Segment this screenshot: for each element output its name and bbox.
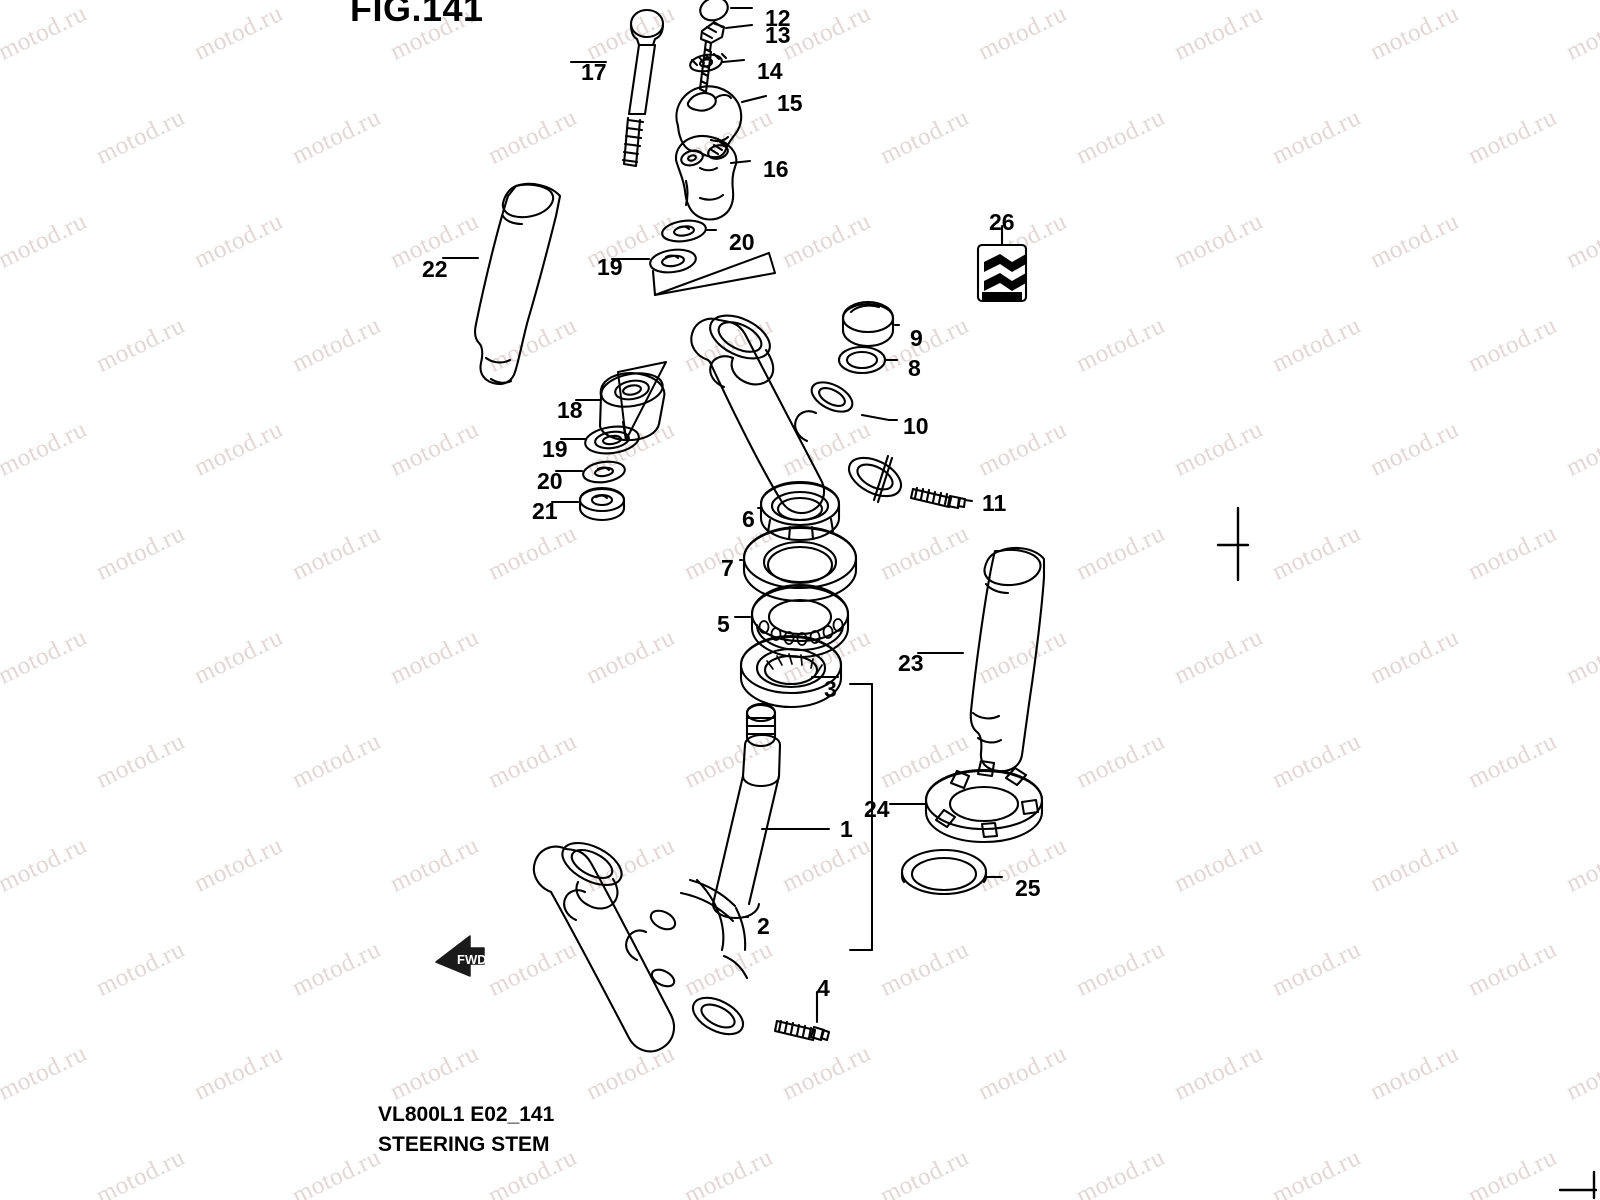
part-3-lower-bearing — [739, 634, 843, 709]
callout-upper-clamp-bolt: 11 — [982, 490, 1007, 516]
callout-suzuki-emblem: 26 — [989, 209, 1015, 235]
callout-long-bolt: 17 — [581, 59, 607, 85]
callout-washer: 14 — [757, 58, 783, 84]
callout-dust-seal-ring: 25 — [1015, 875, 1041, 901]
part-9-head-nut — [841, 300, 901, 348]
callout-fork-cover-right: 23 — [898, 650, 924, 676]
part-8-washer — [837, 345, 899, 375]
registration-mark-right — [1216, 506, 1250, 582]
part-22-fork-cover-left — [441, 182, 562, 386]
registration-mark-bottom-right — [1558, 1170, 1598, 1200]
svg-text:FWD: FWD — [457, 952, 487, 967]
callout-cover-retainer: 24 — [864, 796, 890, 822]
callout-washer: 19 — [542, 436, 568, 462]
part-16-handlebar-holder-lower — [674, 134, 752, 221]
callout-washer: 20 — [537, 468, 563, 494]
part-6-stem-nut — [756, 480, 841, 542]
part-17-long-bolt — [569, 8, 665, 168]
part-10-upper-bracket — [690, 314, 903, 515]
callout-steering-stem-shaft: 1 — [840, 816, 853, 842]
callout-steering-stem-nut: 6 — [742, 506, 755, 532]
callout-upper-bracket: 10 — [903, 413, 929, 439]
part-19-washer-upper — [610, 248, 697, 274]
callout-handlebar-holder-lower: 16 — [763, 156, 789, 182]
callout-upper-bearing: 5 — [717, 611, 730, 637]
part-12-cap — [699, 0, 754, 22]
callout-bolt: 13 — [765, 22, 791, 48]
leader-wedge-upper — [651, 252, 776, 297]
part-24-cover-retainer — [888, 759, 1044, 844]
caption-code: VL800L1 E02_141 — [378, 1103, 555, 1126]
callout-washer: 19 — [597, 254, 623, 280]
callout-handlebar-holder-upper: 15 — [777, 90, 803, 116]
callout-washer: 8 — [908, 355, 921, 381]
part-2-lower-bracket — [532, 841, 749, 1053]
callout-washer: 20 — [729, 229, 755, 255]
fwd-direction-marker: FWD — [435, 935, 487, 977]
callout-lower-bracket: 2 — [757, 913, 770, 939]
part-13-bolt — [698, 20, 754, 94]
part-26-suzuki-emblem — [976, 224, 1028, 303]
callout-nut: 21 — [532, 498, 558, 524]
callout-head-nut: 9 — [910, 325, 923, 351]
part-19-washer-lower — [559, 425, 640, 455]
callout-holder-cushion: 18 — [557, 397, 583, 423]
part-18-holder-cushion — [574, 372, 666, 442]
part-21-nut — [550, 486, 626, 522]
figure-title: FIG.141 — [350, 0, 484, 29]
callout-bearing-race-dust-seal: 7 — [721, 555, 734, 581]
part-25-dust-seal-ring — [900, 848, 1004, 896]
callout-lower-bearing: 3 — [824, 676, 837, 702]
callout-fork-cover-left: 22 — [422, 256, 448, 282]
part-4-lower-clamp-bolt — [773, 990, 831, 1042]
part-20-washer-upper — [661, 219, 718, 243]
caption-name: STEERING STEM — [378, 1133, 550, 1157]
dimension-bracket — [849, 683, 873, 951]
part-1-stem-shaft — [711, 702, 831, 920]
callout-cap: 12 — [765, 5, 791, 31]
part-14-washer — [689, 52, 746, 73]
callout-lower-clamp-bolt: 4 — [817, 975, 830, 1001]
part-11-upper-clamp-bolt — [909, 486, 974, 510]
part-20-washer-lower — [554, 460, 626, 484]
figure-caption: VL800L1 E02_141 STEERING STEM — [378, 1100, 554, 1161]
